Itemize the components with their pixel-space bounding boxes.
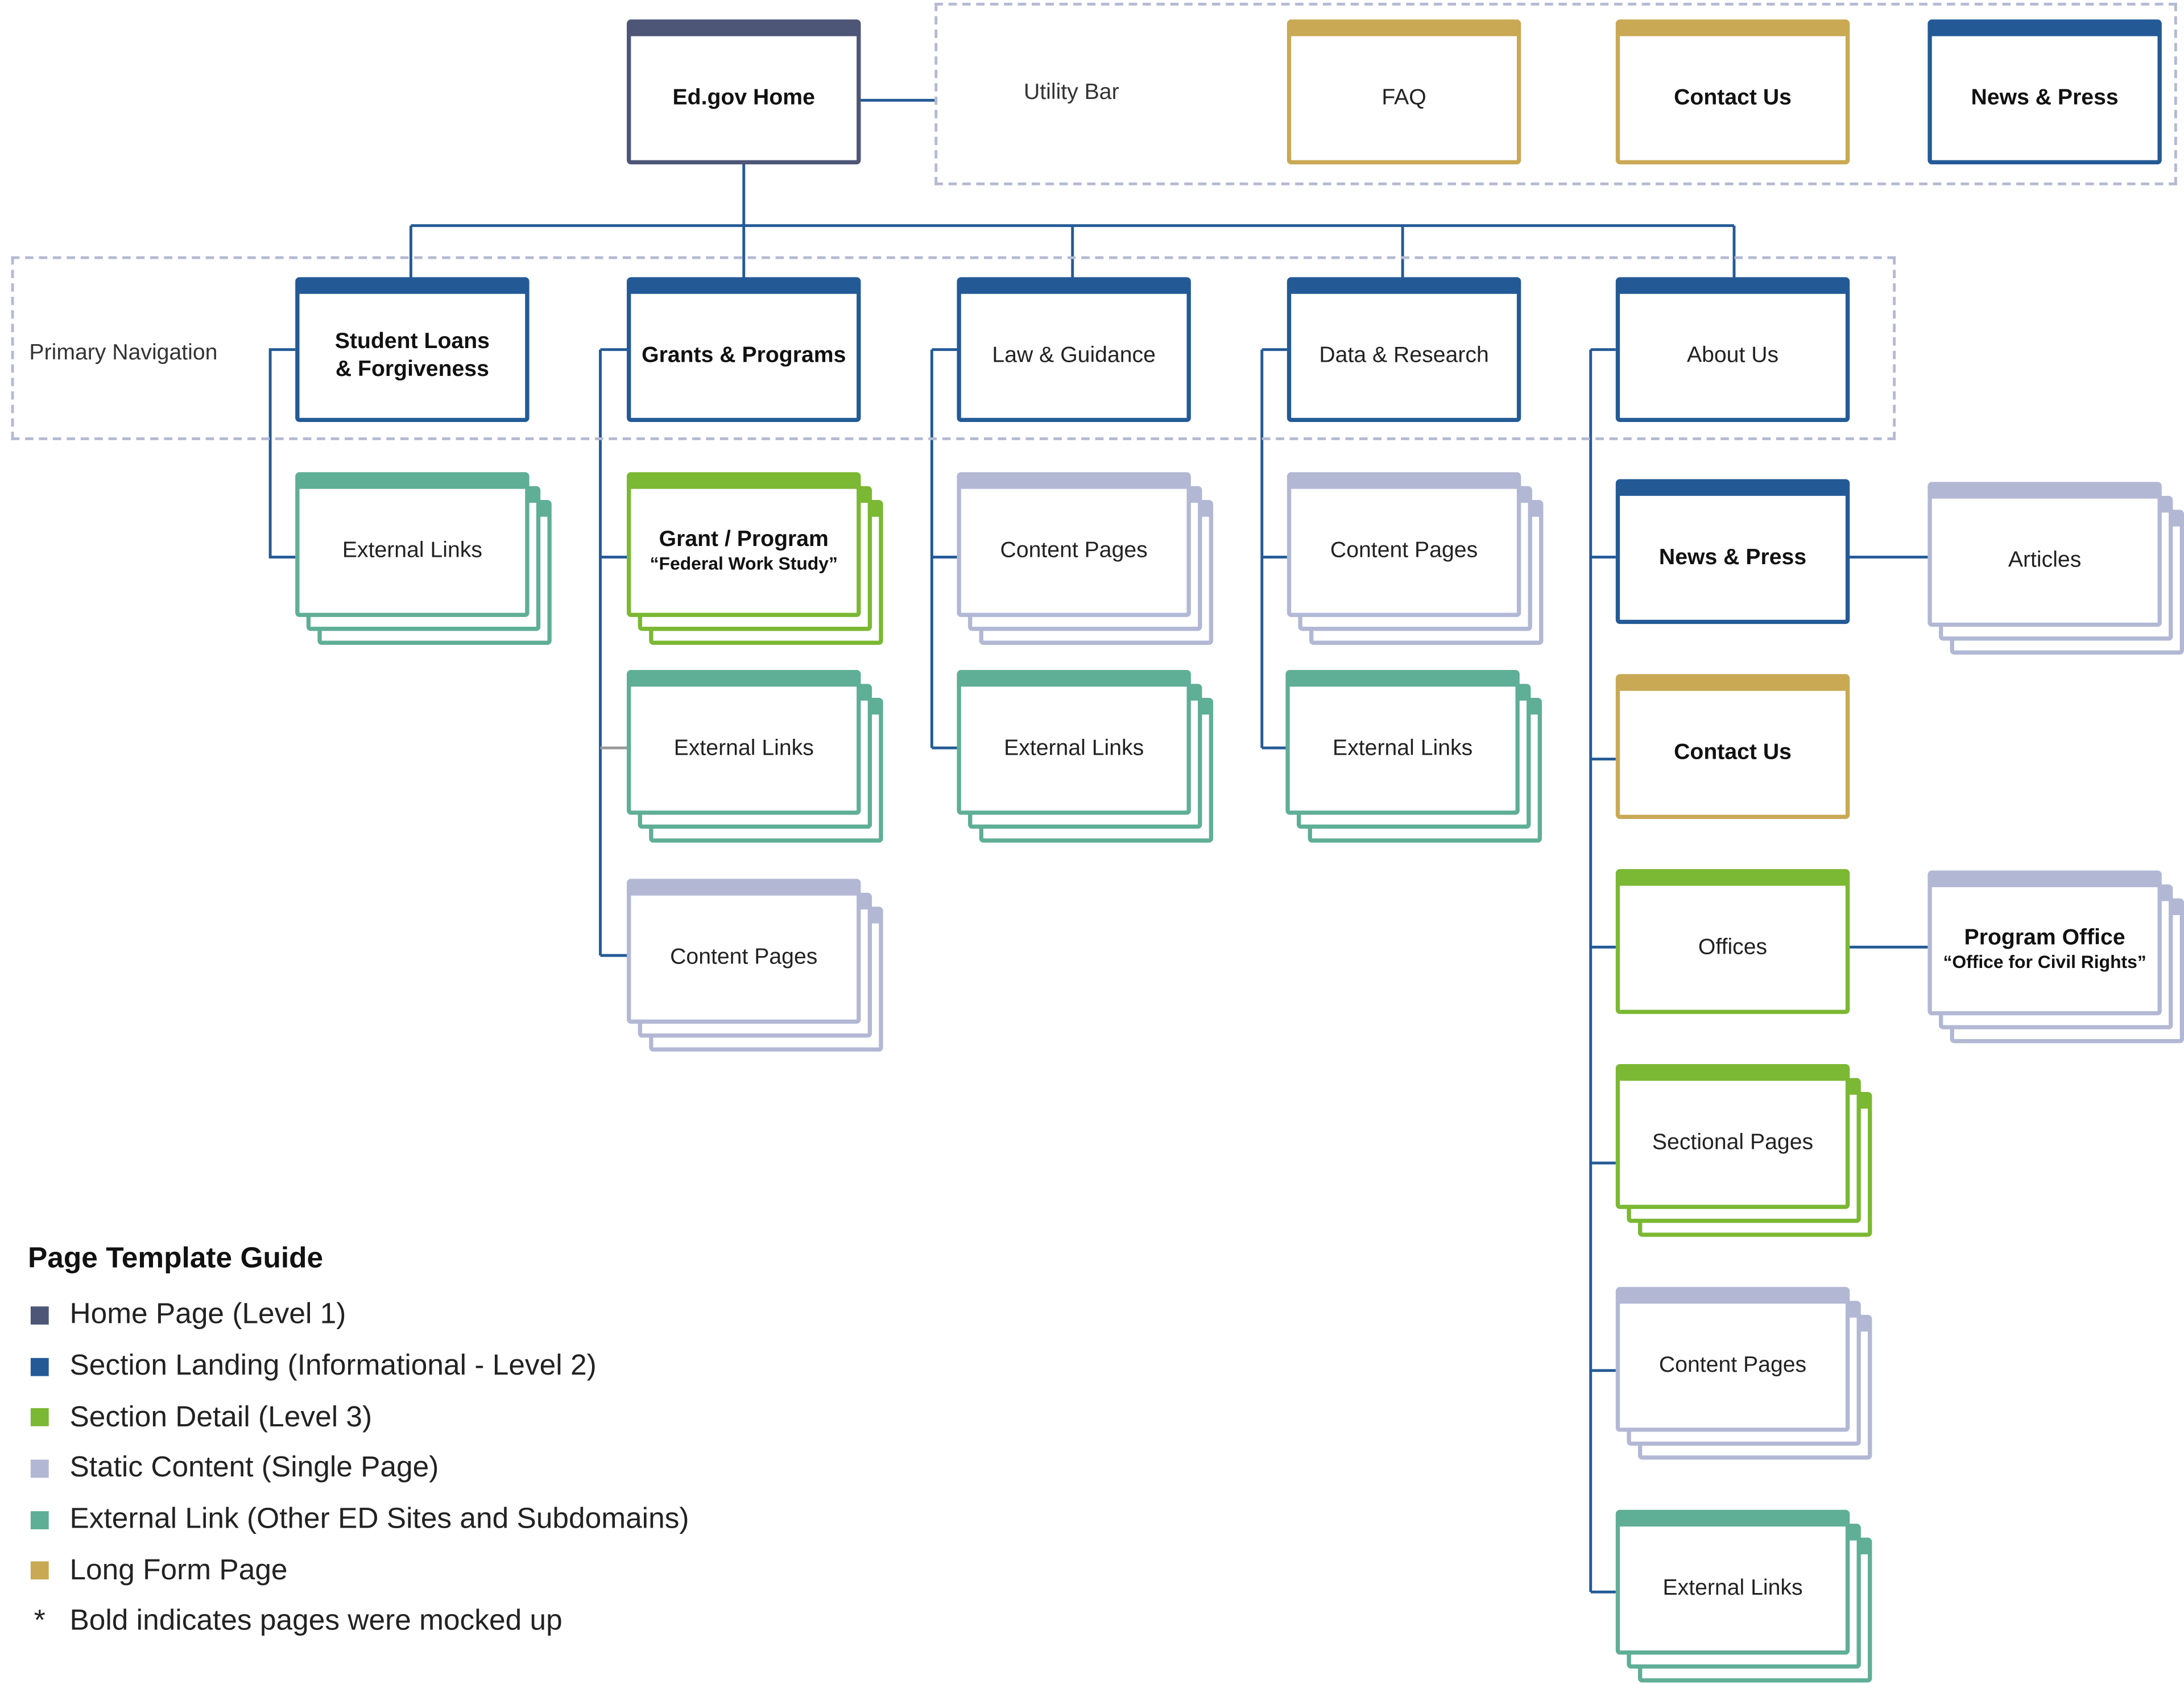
legend-item: Section Detail (Level 3): [28, 1392, 689, 1443]
data-content-pages-label: Content Pages: [1287, 472, 1521, 617]
offices-node[interactable]: Offices: [1615, 869, 1850, 1014]
data-content-pages-node[interactable]: Content Pages: [1287, 472, 1544, 645]
legend-note-label: Bold indicates pages were mocked up: [69, 1605, 562, 1637]
legend-swatch-section-detail: [30, 1408, 49, 1427]
news-press-utility-label: News & Press: [1927, 19, 2162, 164]
legend-item: Long Form Page: [28, 1545, 689, 1596]
faq-label: FAQ: [1287, 19, 1521, 164]
contact-us-utility-node[interactable]: Contact Us: [1615, 19, 1850, 164]
student-loans-external-links-label: External Links: [295, 472, 530, 617]
legend-label: Home Page (Level 1): [69, 1298, 346, 1331]
student-loans-label: Student Loans & Forgiveness: [295, 277, 530, 423]
program-office-title: Program Office: [1964, 926, 2125, 950]
about-external-links-node[interactable]: External Links: [1615, 1509, 1872, 1683]
grants-programs-node[interactable]: Grants & Programs: [627, 277, 861, 423]
program-office-node[interactable]: Program Office “Office for Civil Rights”: [1927, 870, 2184, 1044]
about-external-links-label: External Links: [1615, 1509, 1850, 1655]
faq-node[interactable]: FAQ: [1287, 19, 1521, 164]
grant-program-title: Grant / Program: [659, 528, 829, 552]
legend-swatch-static-content: [30, 1459, 49, 1478]
legend-item: Section Landing (Informational - Level 2…: [28, 1341, 689, 1392]
contact-us-utility-label: Contact Us: [1615, 19, 1850, 164]
data-external-links-label: External Links: [1285, 669, 1520, 815]
legend-label: Section Detail (Level 3): [69, 1400, 373, 1433]
legend-swatch-section-landing: [30, 1357, 49, 1376]
legend-title: Page Template Guide: [27, 1242, 324, 1275]
about-news-press-label: News & Press: [1615, 479, 1850, 624]
legend-label: External Link (Other ED Sites and Subdom…: [69, 1503, 689, 1536]
law-guidance-node[interactable]: Law & Guidance: [957, 277, 1191, 423]
about-contact-us-label: Contact Us: [1615, 674, 1850, 820]
grants-external-links-label: External Links: [627, 669, 861, 815]
grants-content-pages-node[interactable]: Content Pages: [627, 879, 883, 1052]
sectional-pages-node[interactable]: Sectional Pages: [1615, 1064, 1872, 1237]
grants-programs-label: Grants & Programs: [627, 277, 861, 423]
law-external-links-node[interactable]: External Links: [957, 669, 1214, 843]
program-office-subtitle: “Office for Civil Rights”: [1943, 951, 2146, 973]
grants-content-pages-label: Content Pages: [627, 879, 861, 1024]
legend-item: Static Content (Single Page): [28, 1443, 689, 1494]
grants-external-links-node[interactable]: External Links: [627, 669, 883, 843]
articles-node[interactable]: Articles: [1927, 482, 2184, 655]
legend-swatch-home: [30, 1306, 49, 1325]
grant-program-subtitle: “Federal Work Study”: [650, 553, 838, 574]
student-loans-external-links-node[interactable]: External Links: [295, 472, 552, 645]
grant-program-label: Grant / Program “Federal Work Study”: [627, 472, 861, 617]
page-template-guide: Page Template Guide Home Page (Level 1) …: [28, 1242, 689, 1647]
legend-item: External Link (Other ED Sites and Subdom…: [28, 1494, 689, 1545]
grant-program-node[interactable]: Grant / Program “Federal Work Study”: [627, 472, 883, 645]
primary-navigation-group: [11, 256, 1896, 440]
home-page-label: Ed.gov Home: [627, 19, 861, 164]
law-content-pages-node[interactable]: Content Pages: [957, 472, 1214, 645]
articles-label: Articles: [1927, 482, 2162, 627]
law-guidance-label: Law & Guidance: [957, 277, 1191, 423]
utility-bar-group: [934, 2, 2177, 185]
offices-label: Offices: [1615, 869, 1850, 1014]
about-content-pages-label: Content Pages: [1615, 1286, 1850, 1432]
about-us-label: About Us: [1615, 277, 1850, 423]
legend-swatch-external-link: [30, 1511, 49, 1529]
data-research-node[interactable]: Data & Research: [1287, 277, 1521, 423]
legend-note: * Bold indicates pages were mocked up: [28, 1596, 689, 1648]
data-external-links-node[interactable]: External Links: [1285, 669, 1542, 843]
data-research-label: Data & Research: [1287, 277, 1521, 423]
legend-label: Long Form Page: [69, 1554, 288, 1586]
legend-label: Section Landing (Informational - Level 2…: [69, 1350, 597, 1382]
sectional-pages-label: Sectional Pages: [1615, 1064, 1850, 1209]
asterisk-icon: *: [34, 1605, 46, 1637]
program-office-label: Program Office “Office for Civil Rights”: [1927, 870, 2162, 1016]
about-news-press-node[interactable]: News & Press: [1615, 479, 1850, 624]
law-external-links-label: External Links: [957, 669, 1191, 815]
legend-swatch-long-form: [30, 1561, 49, 1580]
about-contact-us-node[interactable]: Contact Us: [1615, 674, 1850, 820]
home-node[interactable]: Ed.gov Home: [627, 19, 861, 164]
news-press-utility-node[interactable]: News & Press: [1927, 19, 2162, 164]
primary-navigation-label: Primary Navigation: [29, 341, 218, 365]
law-content-pages-label: Content Pages: [957, 472, 1191, 617]
legend-item: Home Page (Level 1): [28, 1290, 689, 1341]
student-loans-node[interactable]: Student Loans & Forgiveness: [295, 277, 530, 423]
about-us-node[interactable]: About Us: [1615, 277, 1850, 423]
utility-bar-label: Utility Bar: [1024, 81, 1119, 105]
legend-label: Static Content (Single Page): [69, 1451, 439, 1484]
about-content-pages-node[interactable]: Content Pages: [1615, 1286, 1872, 1460]
